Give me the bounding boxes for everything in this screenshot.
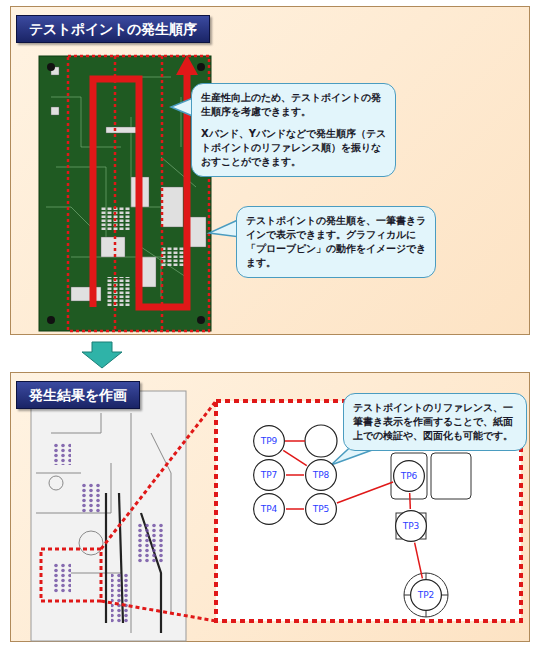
tp-reference: TP5 xyxy=(305,503,337,515)
panel-title: 発生結果を作画 xyxy=(16,381,140,409)
callout-text: 生産性向上のため、テストポイントの発生順序を考慮できます。 xyxy=(201,91,386,119)
panel-title: テストポイントの発生順序 xyxy=(16,15,210,43)
test-pad: TP9 xyxy=(253,425,285,457)
pad-circle xyxy=(306,460,337,491)
pad-circle xyxy=(394,461,425,492)
pad-circle xyxy=(254,426,285,457)
tp-reference: TP6 xyxy=(393,470,425,482)
probe-order-head xyxy=(176,55,198,75)
pad-circle xyxy=(396,511,427,542)
test-pad: TP6 xyxy=(393,460,425,492)
tp-reference: TP4 xyxy=(253,503,285,515)
zoom-frame xyxy=(41,401,216,621)
tp-reference: TP9 xyxy=(253,435,285,447)
probe-path-line xyxy=(283,450,307,465)
probe-path-line xyxy=(409,493,411,509)
pcb-board xyxy=(39,56,211,331)
tp-reference: TP3 xyxy=(395,520,427,532)
test-pad: TP5 xyxy=(305,493,337,525)
zoom-view xyxy=(216,401,521,621)
test-pad: TP8 xyxy=(305,459,337,491)
tp-reference: TP8 xyxy=(305,469,337,481)
tp-reference: TP2 xyxy=(410,589,442,601)
test-pad: TP3 xyxy=(395,510,427,542)
tp-reference: TP7 xyxy=(253,469,285,481)
callout-text: Xバンド、Yバンドなどで発生順序（テストポイントのリファレンス順）を振りなおすこ… xyxy=(201,127,386,169)
pad-circle xyxy=(411,580,442,611)
callout-text: テストポイントのリファレンス、一筆書き表示を作画することで、紙面上での検証や、図… xyxy=(353,401,517,443)
probe-path-line xyxy=(286,508,304,510)
band-lines xyxy=(68,56,209,331)
probe-path-line xyxy=(286,474,304,476)
probe-path-line xyxy=(415,543,423,579)
test-pad: TP4 xyxy=(253,493,285,525)
panel: テストポイントの発生順序生産性向上のため、テストポイントの発生順序を考慮できます… xyxy=(10,6,530,335)
callout-bubble: テストポイントの発生順を、一筆書きラインで表示できます。グラフィカルに「プローブ… xyxy=(236,206,436,278)
test-pad: TP7 xyxy=(253,459,285,491)
callout-text: テストポイントの発生順を、一筆書きラインで表示できます。グラフィカルに「プローブ… xyxy=(246,214,426,270)
pad-circle xyxy=(254,460,285,491)
callout-bubble: 生産性向上のため、テストポイントの発生順序を考慮できます。 Xバンド、Yバンドなど… xyxy=(191,83,396,177)
callout-bubble: テストポイントのリファレンス、一筆書き表示を作画することで、紙面上での検証や、図… xyxy=(343,393,527,451)
pad-circle xyxy=(306,494,337,525)
down-arrow-shape xyxy=(82,342,122,368)
test-pad xyxy=(305,425,337,457)
test-pad: TP2 xyxy=(410,579,442,611)
panel: 発生結果を作画テストポイントのリファレンス、一筆書き表示を作画することで、紙面上… xyxy=(10,372,530,642)
pad-circle xyxy=(254,494,285,525)
probe-path-line xyxy=(337,482,393,503)
